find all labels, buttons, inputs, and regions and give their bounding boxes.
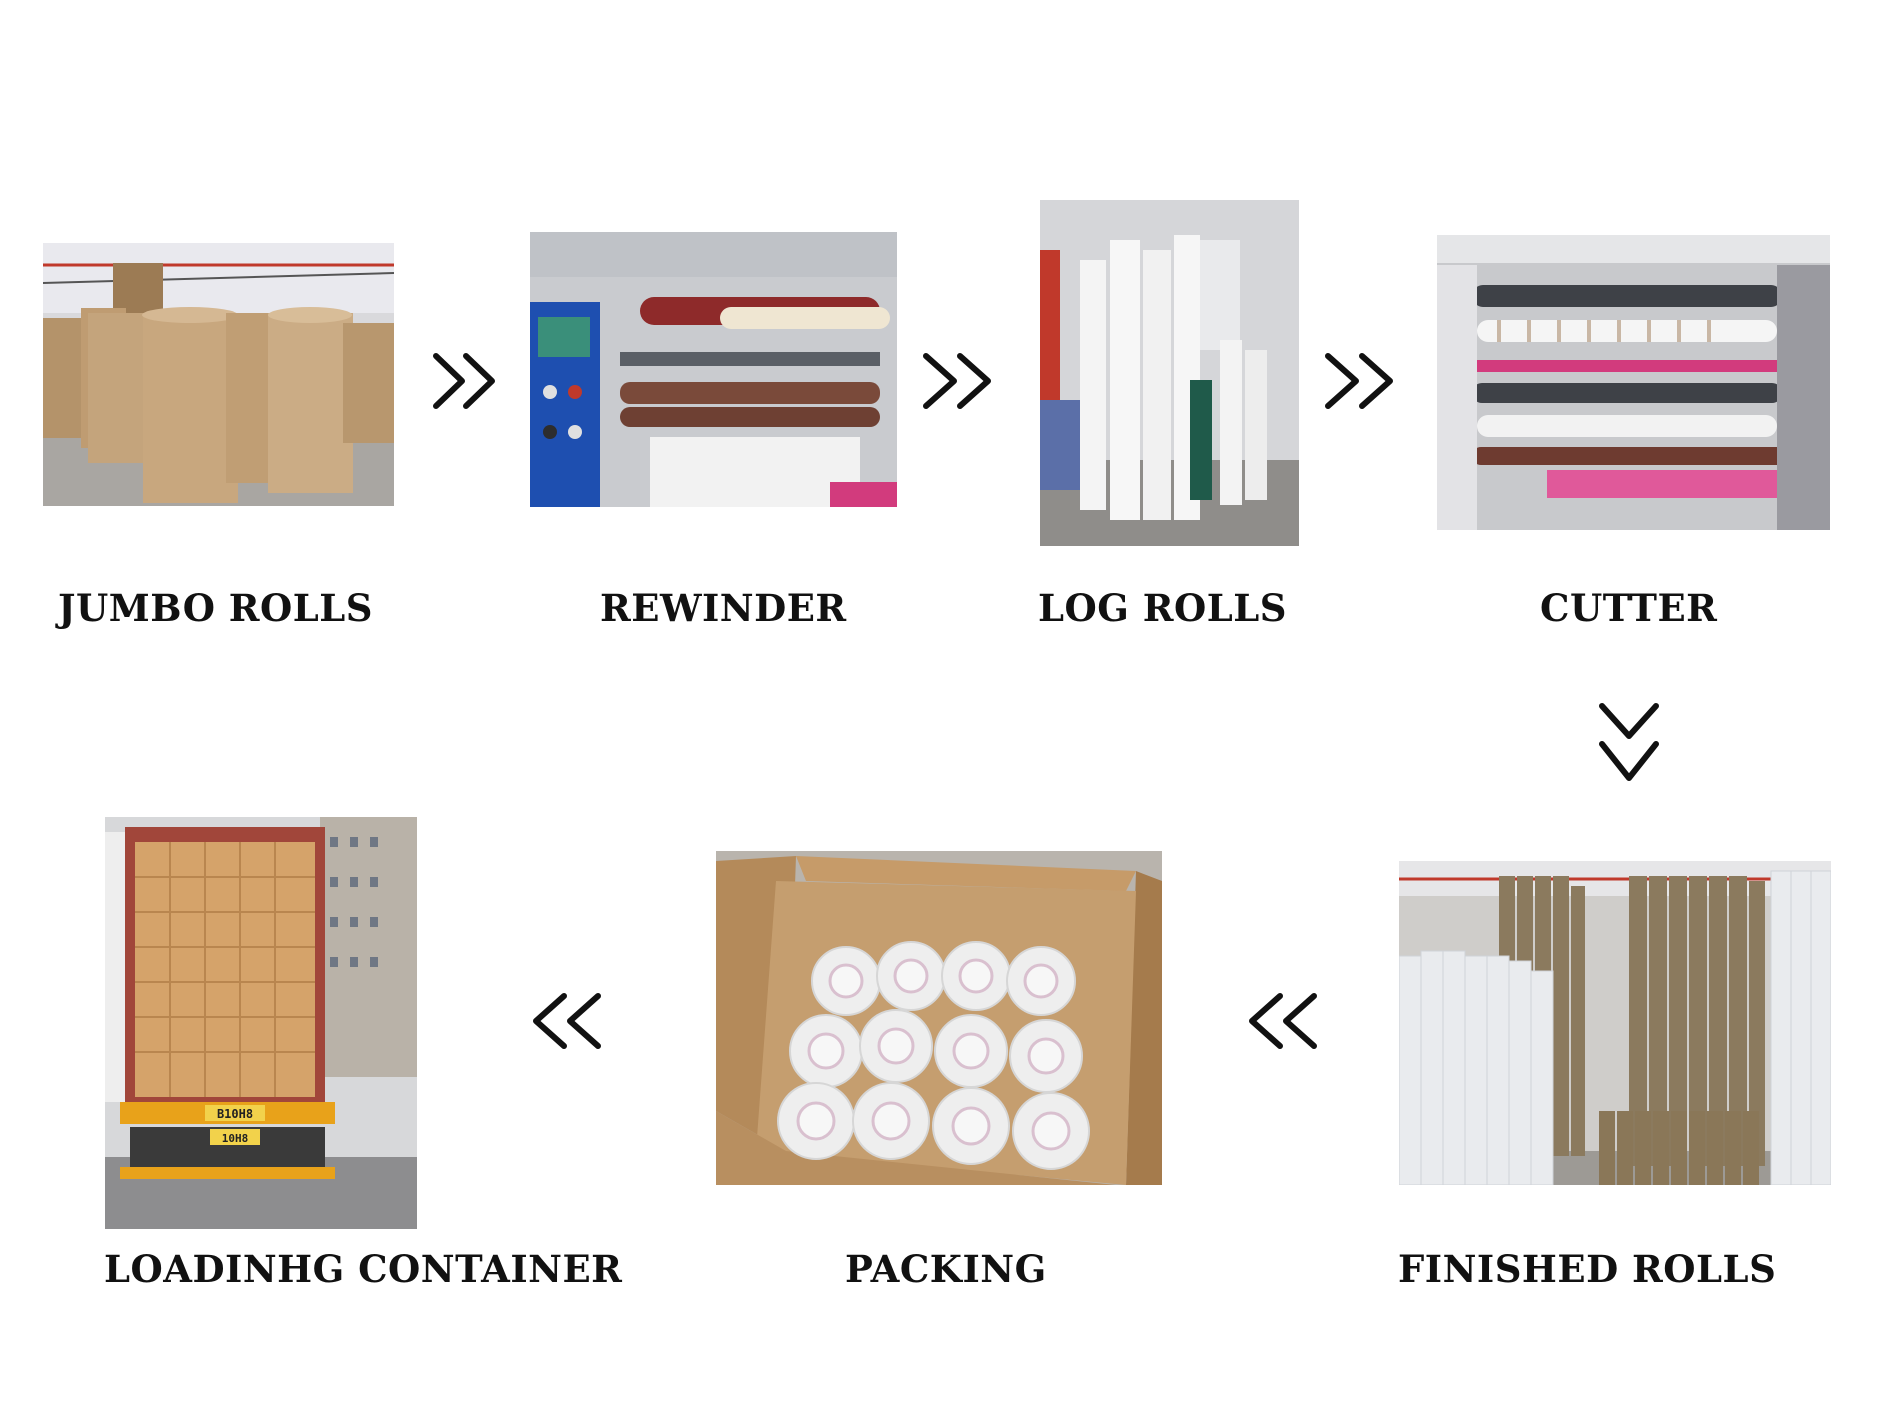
step-label-finished-rolls: FINISHED ROLLS (1398, 1247, 1777, 1291)
double-chevron-left-icon (524, 990, 604, 1052)
step-label-jumbo-rolls: JUMBO ROLLS (58, 586, 374, 630)
double-chevron-left-icon (1240, 990, 1320, 1052)
container-plate-top: B10H8 (217, 1107, 253, 1121)
step-label-rewinder: REWINDER (600, 586, 847, 630)
cutter-photo (1437, 235, 1830, 530)
double-chevron-right-icon (1322, 350, 1402, 412)
packing-photo (716, 851, 1162, 1185)
double-chevron-right-icon (920, 350, 1000, 412)
loading-container-photo: B10H8 10H8 (105, 817, 417, 1229)
step-label-log-rolls: LOG ROLLS (1038, 586, 1287, 630)
step-label-cutter: CUTTER (1540, 586, 1718, 630)
double-chevron-right-icon (430, 350, 502, 412)
log-rolls-photo (1040, 200, 1299, 546)
container-plate-bottom: 10H8 (222, 1132, 249, 1145)
rewinder-photo (530, 232, 897, 507)
double-chevron-down-icon (1596, 700, 1662, 786)
step-label-loading-container: LOADINHG CONTAINER (104, 1247, 623, 1291)
jumbo-rolls-photo (43, 243, 394, 506)
step-label-packing: PACKING (845, 1247, 1047, 1291)
finished-rolls-photo (1399, 861, 1831, 1185)
